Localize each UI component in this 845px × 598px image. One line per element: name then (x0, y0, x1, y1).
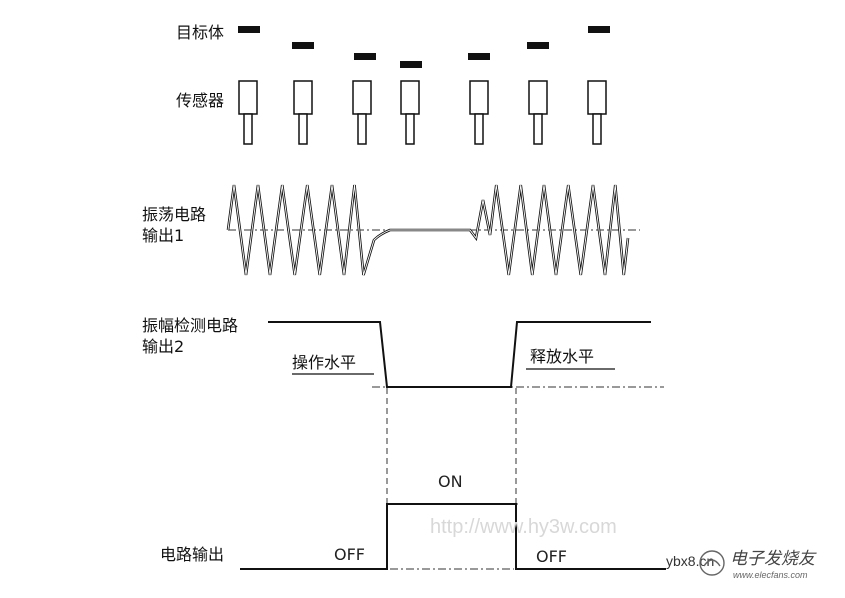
sensor-stem-6 (533, 113, 543, 145)
label-on: ON (438, 472, 463, 491)
label-osc-line2: 输出1 (142, 226, 184, 245)
label-amp-line1: 振幅检测电路 (142, 316, 238, 335)
sensor-body-5 (469, 80, 489, 115)
target-bars (238, 26, 610, 68)
target-bar-6 (527, 42, 549, 49)
sensor-body-1 (238, 80, 258, 115)
label-off-left: OFF (334, 545, 365, 564)
sensor-stem-3 (357, 113, 367, 145)
brand-url: www.elecfans.com (733, 570, 808, 580)
brand-logo: ybx8.cn 电子发烧友 www.elecfans.com (666, 549, 817, 580)
target-bar-3 (354, 53, 376, 60)
target-bar-2 (292, 42, 314, 49)
watermark-text: http://www.hy3w.com (430, 516, 617, 538)
amp-waveform (268, 321, 651, 388)
sensor-body-3 (352, 80, 372, 115)
label-osc-line1: 振荡电路 (142, 205, 206, 224)
label-circuit-output: 电路输出 (160, 545, 224, 564)
sensor-stem-5 (474, 113, 484, 145)
label-amp-line2: 输出2 (142, 337, 184, 356)
brand-emblem-icon (699, 550, 725, 576)
brand-site: ybx8.cn (666, 553, 714, 569)
label-operate-level: 操作水平 (292, 353, 356, 372)
sensor-body-2 (293, 80, 313, 115)
target-bar-7 (588, 26, 610, 33)
brand-name: 电子发烧友 (730, 549, 817, 569)
sensor-body-4 (400, 80, 420, 115)
label-sensor: 传感器 (176, 91, 224, 110)
brand-emblem-stroke-icon (703, 559, 721, 567)
sensor-stem-4 (405, 113, 415, 145)
sensor-stem-7 (592, 113, 602, 145)
target-bar-4 (400, 61, 422, 68)
sensors (238, 80, 607, 145)
label-target: 目标体 (176, 23, 224, 42)
label-release-level: 释放水平 (530, 347, 594, 366)
output-waveform (240, 503, 666, 570)
label-off-right: OFF (536, 547, 567, 566)
target-bar-1 (238, 26, 260, 33)
target-bar-5 (468, 53, 490, 60)
osc-waveform-highlight (227, 184, 629, 276)
sensor-stem-2 (298, 113, 308, 145)
sensor-body-7 (587, 80, 607, 115)
sensor-stem-1 (243, 113, 253, 145)
sensor-body-6 (528, 80, 548, 115)
